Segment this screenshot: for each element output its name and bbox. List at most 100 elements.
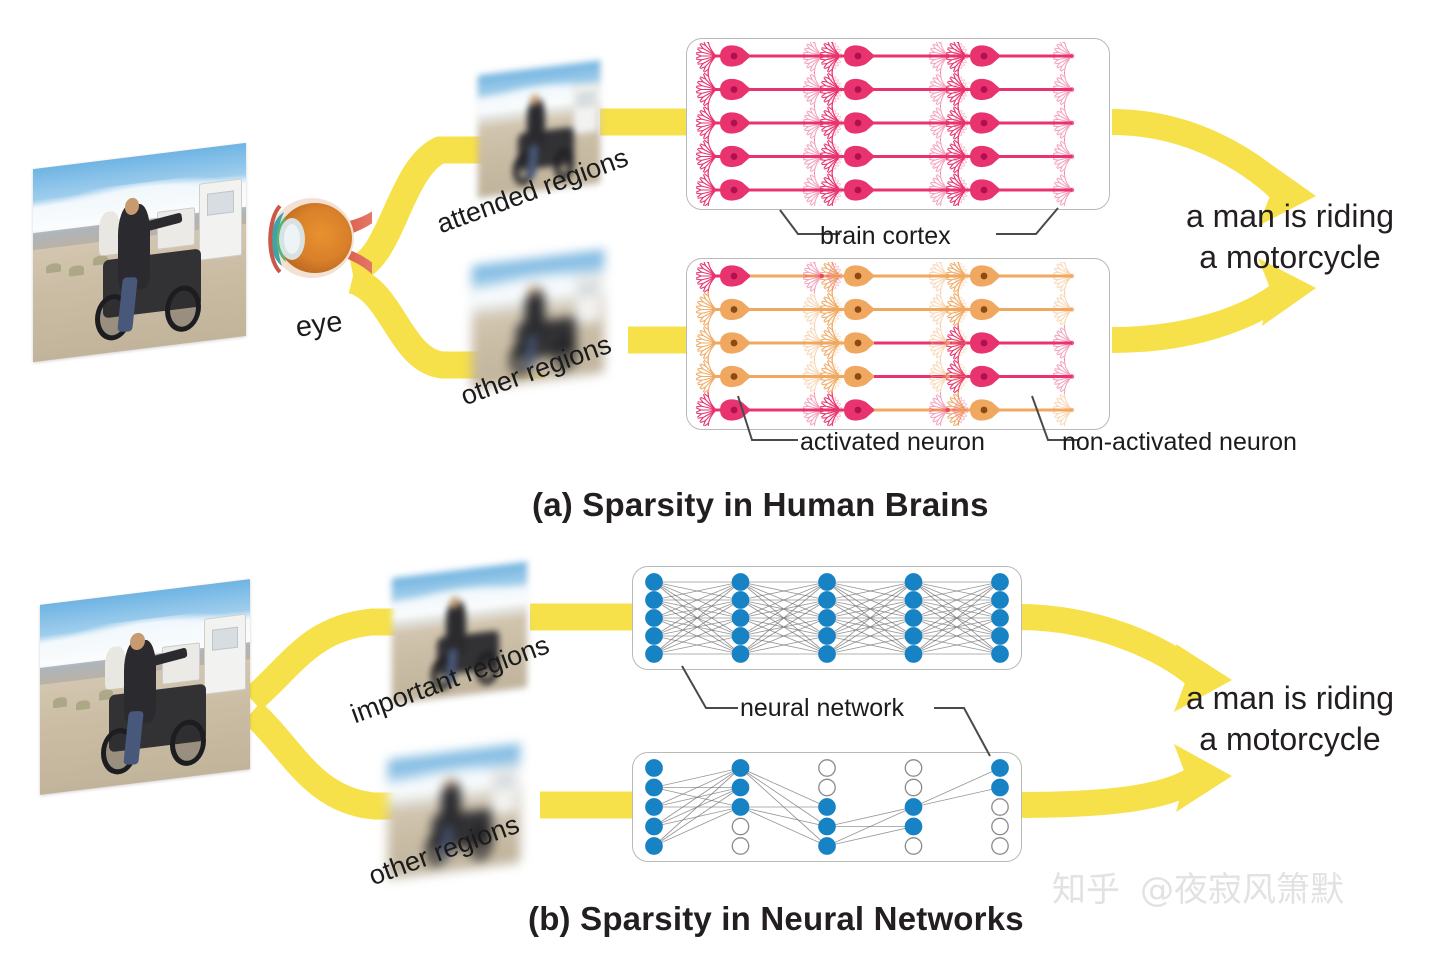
dendrite-tree [951, 42, 969, 71]
network-node-active [818, 573, 836, 591]
network-node-active [818, 645, 836, 663]
dendrite-tree [945, 290, 967, 329]
neuron-nucleus [854, 306, 862, 313]
dendrite-tree [945, 171, 967, 206]
network-edge [653, 787, 741, 847]
network-node-active [731, 627, 750, 645]
dendrite-tree [802, 105, 823, 141]
dendrite-hub [819, 374, 825, 379]
dendrite-hub [945, 154, 951, 159]
neuron-nucleus [980, 119, 988, 127]
dendrite-tree [825, 361, 843, 392]
caption-panel-b: (b) Sparsity in Neural Networks [528, 900, 1024, 937]
photo-rv [573, 82, 598, 135]
neuron-nucleus [854, 186, 862, 194]
neuron-nucleus [980, 406, 988, 414]
dendrite-tree [695, 171, 717, 206]
neuron-nucleus [980, 272, 988, 280]
neuron-nucleus [854, 52, 862, 60]
network-node-inactive [991, 817, 1009, 836]
network-edge [653, 767, 741, 788]
dendrite-hub [819, 53, 825, 59]
dendrite-tree [819, 42, 841, 75]
network-node-inactive [904, 759, 923, 777]
neuron-nucleus [854, 339, 862, 347]
network-node-active [645, 759, 663, 777]
network-node-active [731, 798, 750, 816]
dendrite-tree [951, 141, 969, 172]
neuron-nucleus [730, 52, 738, 60]
cortex-callout-lines [737, 207, 1078, 441]
dendrite-tree [825, 395, 843, 425]
network-node-active [991, 778, 1009, 797]
network-edge [740, 599, 828, 655]
dendrite-hub [1069, 154, 1075, 159]
dendrite-hub [1069, 273, 1075, 279]
neuron-nucleus [854, 119, 862, 127]
network-node-inactive [991, 798, 1009, 816]
output-text-a: a man is riding a motorcycle [1150, 196, 1430, 278]
dendrite-hub [819, 340, 825, 346]
network-node-active [645, 645, 663, 663]
dendrite-hub [945, 374, 951, 379]
network-edge [826, 581, 914, 637]
dendrite-hub [1069, 187, 1075, 193]
network-edge [913, 767, 1001, 808]
network-edge [653, 581, 741, 655]
dendrite-hub [945, 273, 951, 279]
caption-panel-a: (a) Sparsity in Human Brains [532, 486, 989, 523]
dendrite-tree [825, 141, 843, 172]
dendrite-tree [819, 137, 841, 176]
dendrite-hub [1069, 407, 1075, 413]
dendrite-tree [951, 74, 969, 105]
dendrite-tree [825, 74, 843, 105]
network-edge [826, 826, 914, 847]
activated-neuron-label: activated neuron [800, 428, 985, 456]
dendrite-tree [951, 262, 969, 291]
network-node-active [818, 837, 836, 855]
network-edge [653, 806, 741, 847]
dendrite-tree [695, 357, 717, 396]
dendrite-tree [825, 262, 843, 291]
network-edge [826, 581, 914, 655]
network-edge [913, 581, 1001, 619]
network-node-active [645, 817, 663, 836]
dendrite-tree [819, 324, 841, 362]
network-node-active [645, 609, 663, 627]
dendrite-tree [695, 42, 717, 75]
network-edge [740, 617, 828, 655]
network-edge [740, 581, 828, 619]
network-edge [653, 767, 741, 808]
network-node-inactive [818, 778, 836, 797]
neuron-nucleus [980, 153, 988, 160]
network-edge [740, 806, 828, 827]
dendrite-tree [951, 361, 969, 392]
network-edge [740, 581, 828, 601]
neuron-nucleus [730, 86, 738, 93]
dendrite-tree [825, 294, 843, 325]
leader-cortex-left [779, 209, 840, 235]
eye-illustration [268, 198, 372, 278]
network-edge [653, 581, 741, 601]
dendrite-tree [951, 108, 969, 138]
network-node-active [645, 573, 663, 591]
neuron-nucleus [980, 52, 988, 60]
network-edge [826, 806, 914, 847]
network-node-active [991, 573, 1009, 591]
dendrite-tree [695, 324, 717, 362]
network-node-active [645, 591, 663, 609]
neuron-nucleus [730, 272, 738, 280]
dendrite-tree [945, 137, 967, 176]
network-node-active [818, 609, 836, 627]
dendrite-hub [819, 87, 825, 92]
network-edge [913, 617, 1001, 655]
network-node-active [645, 837, 663, 855]
network-node-active [991, 627, 1009, 645]
dendrite-tree [825, 175, 843, 205]
dendrite-tree [945, 104, 967, 142]
dendrite-tree [825, 328, 843, 358]
neuron-nucleus [730, 119, 738, 127]
neuron-nucleus [730, 339, 738, 347]
dendrite-hub [819, 273, 825, 279]
network-node-active [731, 645, 750, 663]
